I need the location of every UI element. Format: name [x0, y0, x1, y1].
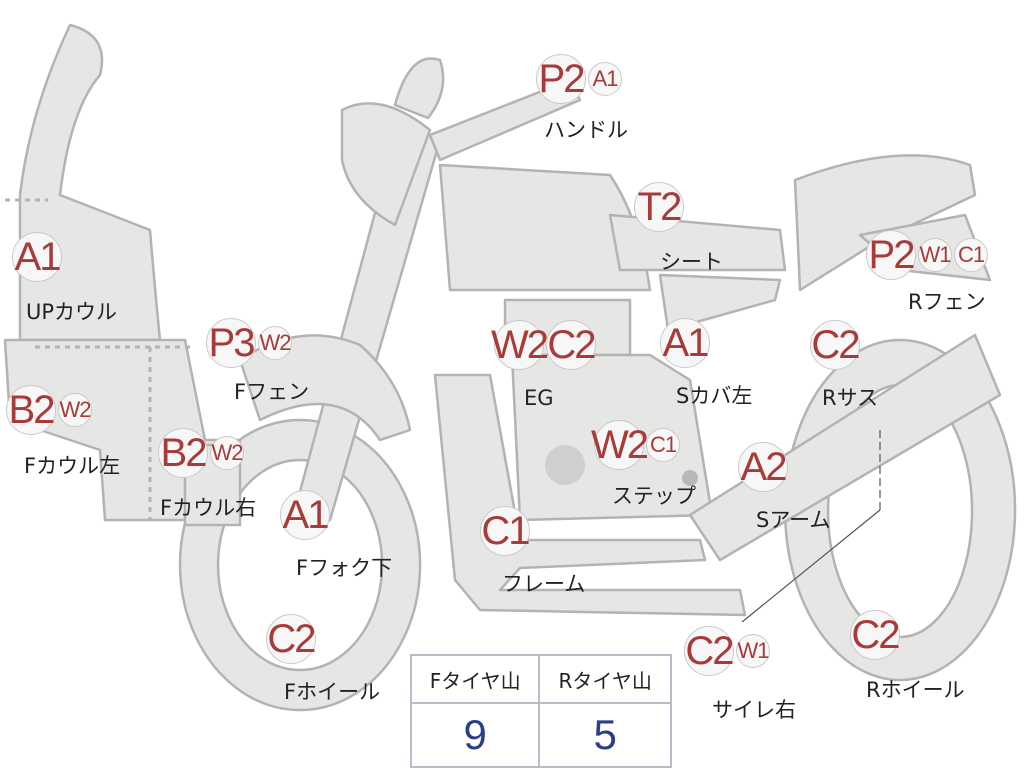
grade-badge: C1 [954, 238, 988, 272]
grade-badge: A2 [738, 442, 788, 492]
r-fender-grades: P2 W1 C1 [866, 230, 988, 280]
muffler-right-label: サイレ右 [712, 698, 796, 722]
f-fender-label: Fフェン [234, 380, 310, 404]
grade-badge: W2 [491, 320, 549, 370]
swing-arm-label: Sアーム [756, 508, 831, 532]
grade-badge: C2 [546, 320, 597, 370]
upper-cowl-shape [18, 23, 162, 342]
tire-tread-value-row: 9 5 [409, 702, 672, 768]
grade-badge: B2 [6, 385, 56, 435]
tire-tread-table: Fタイヤ山 Rタイヤ山 9 5 [409, 654, 672, 768]
up-cowl-grades: A1 [12, 232, 62, 282]
seat-grades: T2 [634, 182, 684, 232]
f-wheel-grades: C2 [266, 614, 317, 664]
up-cowl-label: UPカウル [26, 300, 118, 324]
f-wheel-label: Fホイール [284, 680, 381, 704]
grade-badge: A1 [280, 490, 330, 540]
r-suspension-label: Rサス [822, 386, 879, 410]
engine-grades: W2 C2 [491, 320, 597, 370]
grade-badge: W2 [258, 326, 292, 360]
step-label: ステップ [612, 484, 696, 508]
grade-badge: A1 [660, 318, 710, 368]
grade-badge: C2 [266, 614, 317, 664]
seat-label: シート [660, 250, 723, 274]
grade-badge: W1 [736, 634, 770, 668]
front-tire-tread-value: 9 [409, 702, 541, 768]
f-cowl-right-label: Fカウル右 [160, 496, 257, 520]
grade-badge: W2 [58, 393, 92, 427]
grade-badge: P2 [536, 54, 586, 104]
handle-label: ハンドル [544, 118, 628, 142]
f-fork-lower-label: Fフォク下 [296, 556, 393, 580]
f-cowl-left-grades: B2 W2 [6, 385, 92, 435]
muffler-leader-line [741, 509, 881, 623]
grade-badge: W2 [591, 420, 649, 470]
side-cover-left-grades: A1 [660, 318, 710, 368]
r-fender-label: Rフェン [908, 290, 986, 314]
grade-badge: A1 [12, 232, 62, 282]
r-wheel-label: Rホイール [866, 678, 965, 702]
tire-tread-header-row: Fタイヤ山 Rタイヤ山 [409, 654, 672, 704]
front-fender-shape [238, 334, 412, 442]
grade-badge: P2 [866, 230, 916, 280]
side-cover-shape [658, 273, 782, 332]
step-grades: W2 C1 [591, 420, 680, 470]
f-cowl-left-label: Fカウル左 [24, 454, 121, 478]
grade-badge: C1 [480, 506, 531, 556]
grade-badge: C2 [684, 626, 735, 676]
r-suspension-grades: C2 [810, 320, 861, 370]
grade-badge: C2 [810, 320, 861, 370]
rear-tire-tread-value: 5 [538, 702, 672, 768]
grade-badge: C2 [850, 610, 901, 660]
grade-badge: P3 [206, 318, 256, 368]
frame-grades: C1 [480, 506, 531, 556]
grade-badge: W1 [918, 238, 952, 272]
frame-label: フレーム [502, 572, 586, 596]
front-tire-tread-header: Fタイヤ山 [409, 654, 541, 704]
f-cowl-right-grades: B2 W2 [158, 428, 244, 478]
headlight-shape [340, 102, 432, 227]
r-wheel-grades: C2 [850, 610, 901, 660]
crank-cover-shape [545, 445, 585, 485]
tail-shape [793, 154, 977, 292]
grade-badge: T2 [634, 182, 684, 232]
grade-badge: B2 [158, 428, 208, 478]
swing-arm-grades: A2 [738, 442, 788, 492]
muffler-right-grades: C2 W1 [684, 626, 770, 676]
swing-arm-shape [688, 333, 1002, 562]
handle-grades: P2 A1 [536, 54, 622, 104]
step-peg-shape [682, 470, 698, 486]
grade-badge: C1 [646, 428, 680, 462]
side-cover-left-label: Sカバ左 [676, 384, 753, 408]
grade-badge: W2 [210, 436, 244, 470]
f-fork-lower-grades: A1 [280, 490, 330, 540]
engine-label: EG [524, 386, 554, 410]
f-fender-grades: P3 W2 [206, 318, 292, 368]
grade-badge: A1 [588, 62, 622, 96]
rear-tire-tread-header: Rタイヤ山 [538, 654, 672, 704]
mirror-shape [393, 57, 445, 120]
